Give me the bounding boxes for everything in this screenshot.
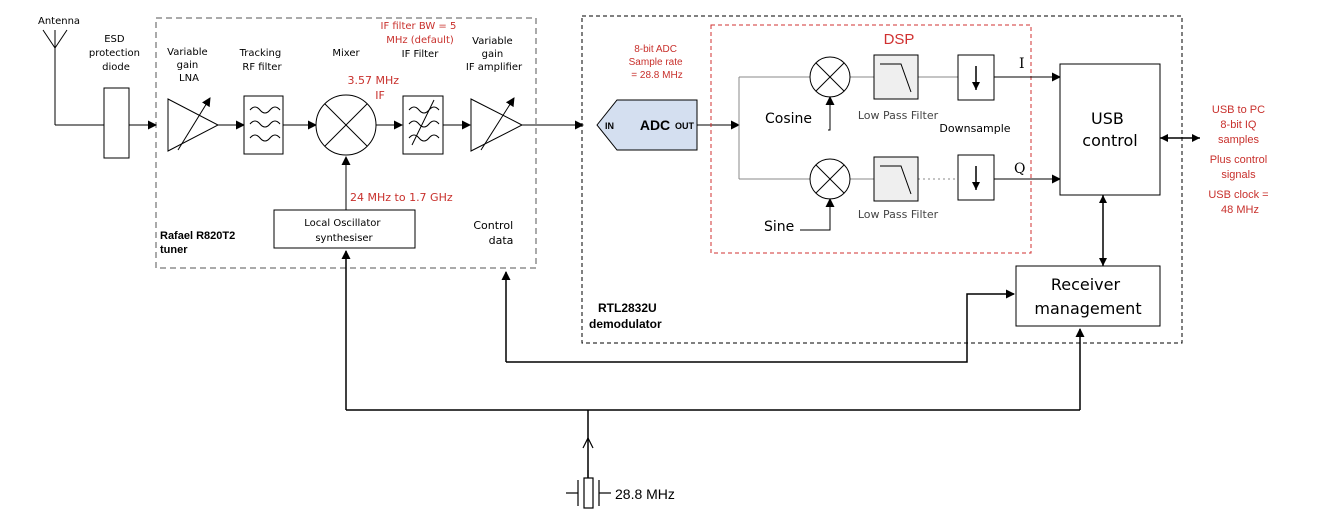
rf-filter-label: Tracking RF filter (239, 48, 285, 73)
i-label: I (1019, 56, 1025, 72)
receiver-management-label: Receiver management (1034, 275, 1141, 318)
control-wiring (501, 271, 1015, 363)
cosine-label: Cosine (765, 111, 812, 127)
rf-filter-icon (243, 95, 284, 155)
dsp-label: DSP (884, 31, 915, 48)
if-amplifier-label: Variable gain IF amplifier (466, 36, 523, 73)
lna-amplifier-icon (167, 97, 220, 152)
adc-info-label: 8-bit ADC Sample rate = 28.8 MHz (629, 44, 686, 81)
local-oscillator-block (273, 209, 416, 249)
adc-label: ADC (640, 117, 670, 133)
receiver-management-block (1015, 265, 1161, 327)
downsample-top-icon (957, 54, 995, 101)
downsample-label: Downsample (939, 122, 1010, 135)
dsp-signal-wiring (738, 76, 958, 180)
local-oscillator-label: Local Oscillator synthesiser (304, 218, 383, 244)
sine-multiplier-icon (809, 158, 851, 200)
tuner-section: Antenna ESD protection diode Variable ga… (38, 16, 537, 269)
tuner-name-label: Rafael R820T2 tuner (160, 230, 238, 256)
crystal-frequency-label: 28.8 MHz (615, 486, 675, 502)
esd-diode-block (103, 87, 130, 159)
usb-pc-note: USB to PC 8-bit IQ samples Plus control … (1208, 104, 1271, 216)
downsample-bottom-icon (957, 154, 995, 201)
if-amplifier-icon (470, 97, 524, 152)
demodulator-name-label: RTL2832U demodulator (589, 301, 662, 331)
mixer-icon (315, 94, 377, 156)
antenna-label: Antenna (38, 16, 80, 27)
crystal-oscillator-icon (566, 470, 611, 509)
antenna-icon (42, 29, 68, 125)
dsp-boundary (710, 24, 1032, 254)
clock-distribution-wiring (341, 250, 1085, 478)
if-filter-label: IF Filter (402, 49, 440, 60)
sine-label: Sine (764, 219, 794, 235)
if-bandwidth-note: IF filter BW = 5 MHz (default) (381, 21, 460, 46)
if-frequency-label: 3.57 MHz IF (347, 74, 402, 102)
cosine-multiplier-icon (809, 56, 851, 98)
control-data-label: Control data (473, 219, 516, 247)
sine-input-line (800, 198, 835, 231)
lpf-bottom-icon (873, 156, 919, 202)
demodulator-section: IN ADC OUT 8-bit ADC Sample rate = 28.8 … (581, 15, 1183, 344)
lpf-top-icon (873, 54, 919, 100)
adc-out-label: OUT (675, 121, 695, 131)
mixer-label: Mixer (332, 48, 360, 59)
usb-control-label: USB control (1082, 109, 1137, 150)
demodulator-boundary (581, 15, 1183, 344)
esd-label: ESD protection diode (89, 34, 143, 73)
lna-label: Variable gain LNA (167, 47, 211, 84)
adc-in-label: IN (605, 121, 614, 131)
lpf-top-label: Low Pass Filter (858, 109, 939, 122)
cosine-input-line (825, 96, 835, 131)
lo-range-label: 24 MHz to 1.7 GHz (350, 191, 453, 204)
q-label: Q (1014, 161, 1025, 177)
usb-control-block (1059, 63, 1161, 196)
lpf-bottom-label: Low Pass Filter (858, 208, 939, 221)
if-filter-icon (402, 95, 444, 155)
